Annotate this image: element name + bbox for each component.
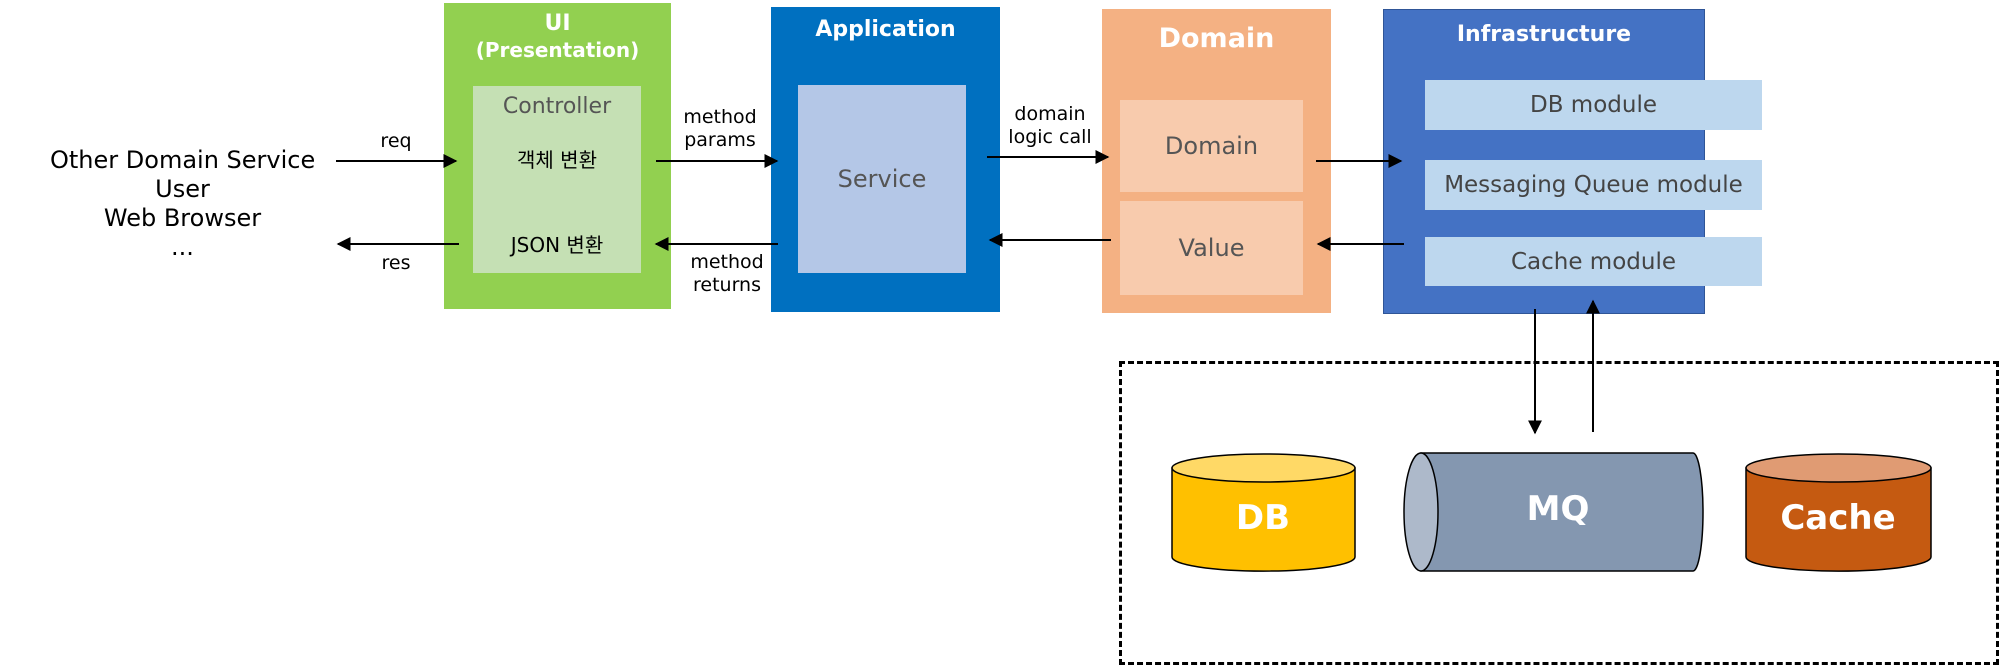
method-returns-label-line2: returns — [693, 273, 761, 296]
controller-title: Controller — [502, 94, 612, 119]
domain-logic-call-label: domain logic call — [990, 103, 1110, 149]
domain-box: Domain — [1120, 100, 1303, 192]
method-returns-label-line1: method — [690, 251, 764, 273]
cache-cylinder — [1745, 453, 1932, 572]
client-ellipsis: ... — [171, 233, 194, 261]
mq-storage-label: MQ — [1526, 489, 1590, 529]
db-cylinder — [1171, 453, 1356, 572]
mq-cylinder — [1403, 452, 1704, 572]
db-module-box: DB module — [1425, 80, 1762, 130]
domain-layer-title: Domain — [1158, 23, 1275, 54]
ui-layer-name: UI — [544, 11, 571, 36]
messaging-queue-module-box: Messaging Queue module — [1425, 160, 1762, 210]
ui-layer-subtitle: (Presentation) — [475, 38, 640, 62]
ui-layer-title: UI (Presentation) — [444, 11, 671, 63]
application-layer-title: Application — [815, 17, 956, 42]
req-label: req — [380, 130, 412, 152]
method-params-label: method params — [665, 106, 775, 152]
client-other-domain-service: Other Domain Service — [50, 146, 316, 174]
service-box: Service — [798, 85, 966, 273]
json-conversion-label: JSON 변환 — [510, 233, 604, 257]
domain-logic-call-label-line2: logic call — [1008, 125, 1092, 148]
method-params-label-line2: params — [684, 128, 756, 151]
client-user: User — [155, 175, 210, 203]
client-web-browser: Web Browser — [103, 204, 262, 232]
method-params-label-line1: method — [683, 106, 757, 128]
client-list: Other Domain Service User Web Browser ..… — [50, 146, 315, 262]
infrastructure-layer-title: Infrastructure — [1456, 22, 1632, 47]
cache-storage-label: Cache — [1780, 498, 1896, 538]
controller-box: Controller 객체 변환 JSON 변환 — [473, 86, 641, 273]
method-returns-label: method returns — [672, 251, 782, 297]
domain-logic-call-label-line1: domain — [1014, 103, 1086, 125]
cache-module-box: Cache module — [1425, 237, 1762, 286]
storage-region — [1119, 361, 1999, 665]
db-storage-label: DB — [1235, 498, 1291, 538]
res-label: res — [381, 252, 411, 274]
value-box: Value — [1120, 201, 1303, 295]
object-conversion-label: 객체 변환 — [517, 148, 597, 172]
